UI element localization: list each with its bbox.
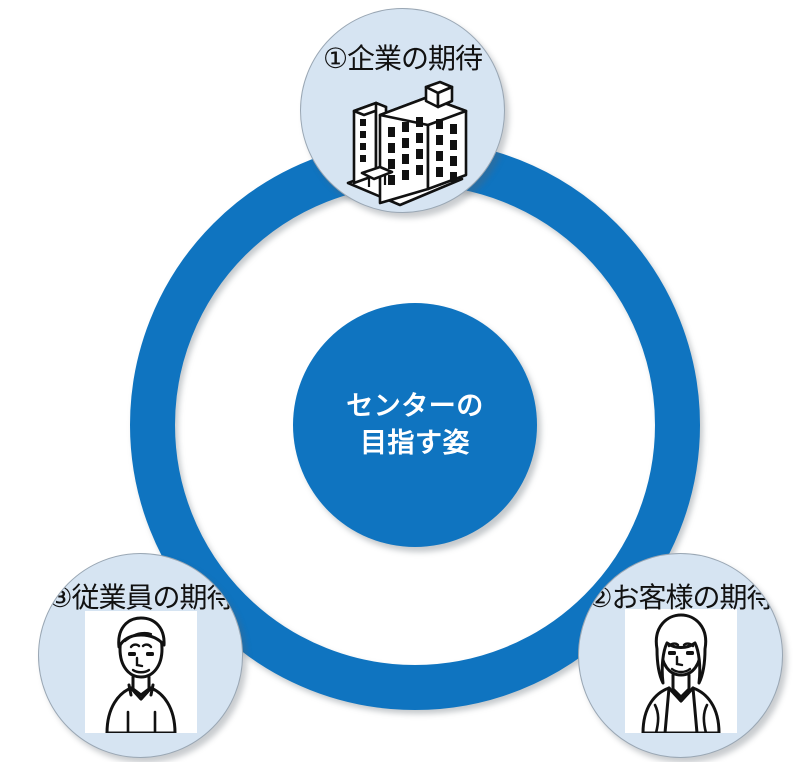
node-employee-label: ③従業員の期待 (47, 582, 234, 613)
node-company[interactable]: ①企業の期待 (300, 8, 505, 213)
office-building-icon (328, 71, 478, 211)
center-circle-label: センターの 目指す姿 (346, 390, 484, 458)
node-customer[interactable]: ②お客様の期待 (578, 553, 783, 758)
node-customer-label: ②お客様の期待 (587, 582, 774, 613)
female-customer-icon (624, 609, 737, 735)
node-company-label: ①企業の期待 (322, 43, 483, 74)
male-employee-icon (84, 611, 197, 735)
node-employee[interactable]: ③従業員の期待 (38, 553, 243, 758)
center-circle: センターの 目指す姿 (293, 303, 537, 547)
